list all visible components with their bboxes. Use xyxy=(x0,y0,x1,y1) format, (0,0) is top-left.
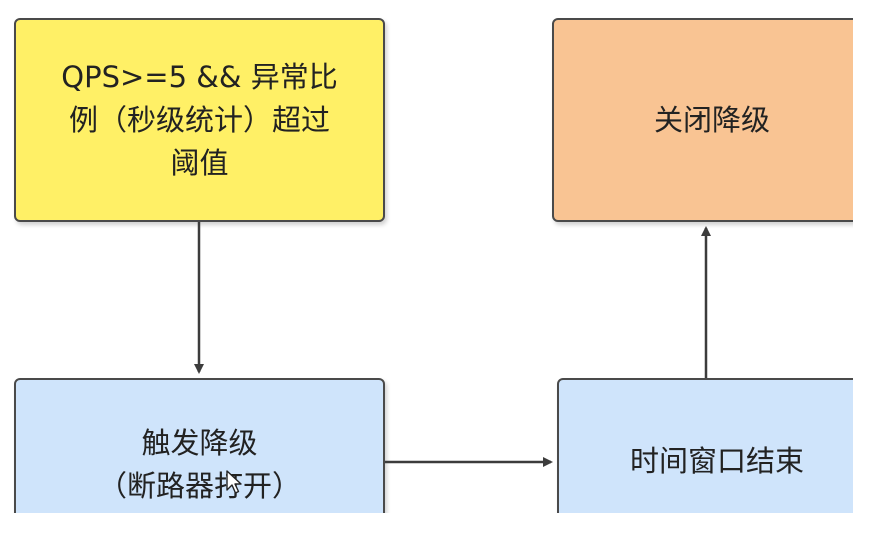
condition-node: QPS>=5 && 异常比 例（秒级统计）超过 阈值 xyxy=(14,18,385,222)
trigger-degrade-node-label: 触发降级 （断路器打开） xyxy=(97,426,301,503)
mouse-pointer-icon xyxy=(226,470,242,494)
right-crop-edge xyxy=(853,0,893,556)
condition-node-label: QPS>=5 && 异常比 例（秒级统计）超过 阈值 xyxy=(61,59,338,180)
close-degrade-node-label: 关闭降级 xyxy=(653,102,770,137)
bottom-crop-edge xyxy=(0,513,893,556)
window-end-node-label: 时间窗口结束 xyxy=(629,444,804,478)
